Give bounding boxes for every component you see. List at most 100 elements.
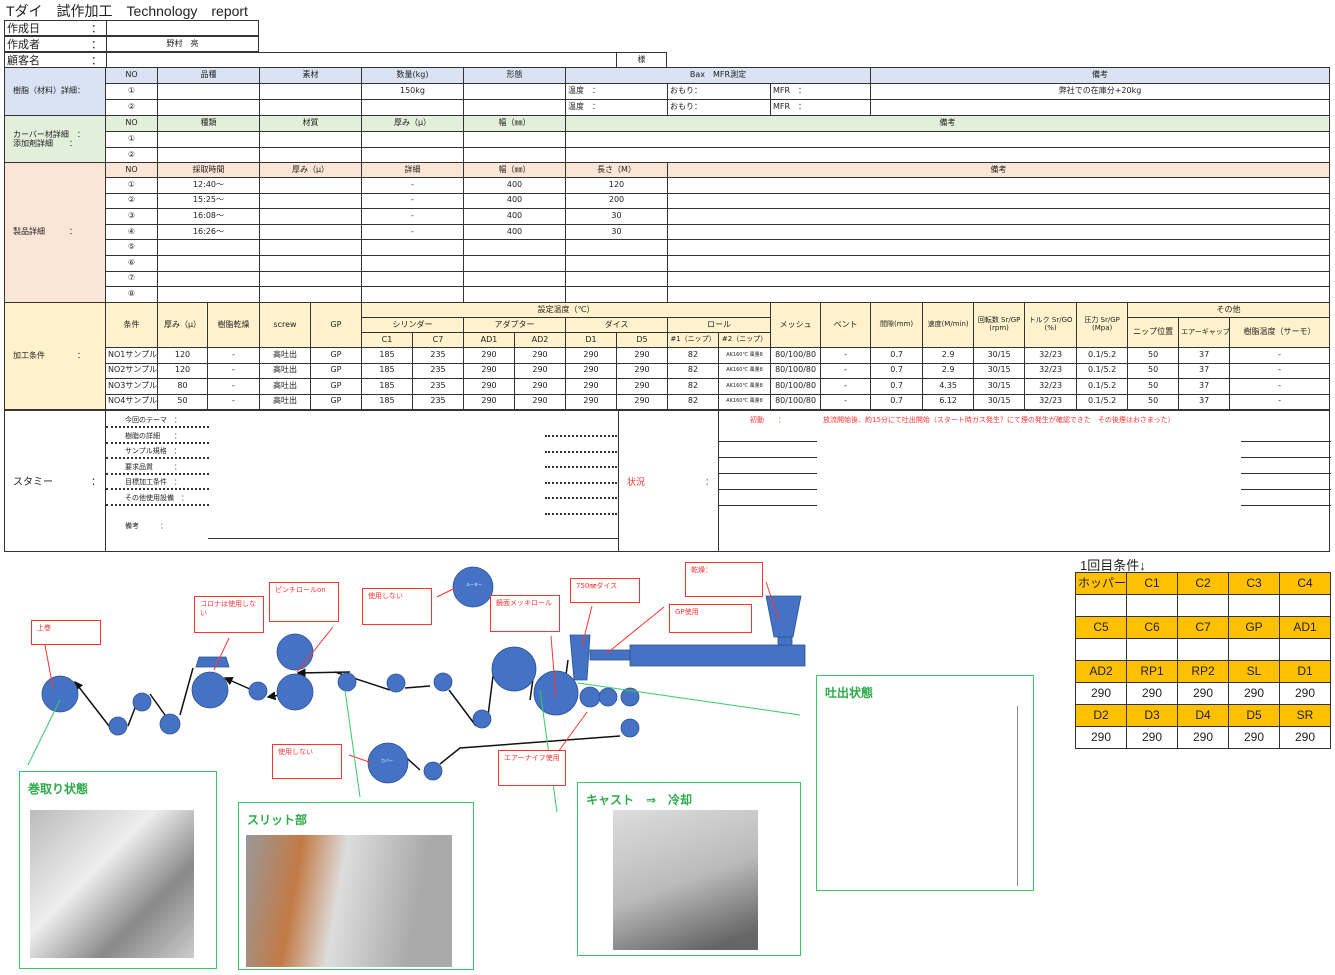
zone-value[interactable]: 290	[1075, 682, 1127, 705]
status-line[interactable]	[719, 441, 817, 442]
zone-value[interactable]: 290	[1228, 726, 1280, 749]
zone-label: C6	[1126, 616, 1178, 639]
col-header: C7	[412, 332, 464, 348]
status-line[interactable]	[719, 473, 817, 474]
status-line[interactable]	[719, 489, 817, 490]
rolls	[41, 566, 806, 784]
zone-value[interactable]: 290	[1075, 726, 1127, 749]
note-line[interactable]	[208, 538, 618, 539]
status-line[interactable]	[1241, 473, 1331, 474]
table-row: ②	[5, 147, 1330, 164]
col-header: 回転数 Sr/GP (rpm)	[973, 302, 1026, 348]
zone-value[interactable]: 290	[1228, 682, 1280, 705]
table-cell[interactable]: AK160℃ 風量8	[717, 393, 772, 410]
zone-value[interactable]: 290	[1126, 726, 1178, 749]
zone-value[interactable]	[1279, 638, 1331, 661]
dotted-line	[106, 457, 209, 459]
col-header: 条件	[105, 302, 158, 348]
dotted-line	[106, 426, 209, 428]
cast-title: キャスト ⇒ 冷却	[586, 793, 693, 807]
zone-value[interactable]	[1177, 638, 1229, 661]
callout-pinch-roll: ピンチロールon	[269, 582, 339, 622]
zone-value[interactable]	[1126, 594, 1178, 617]
status-line[interactable]	[1241, 505, 1331, 506]
table-cell[interactable]: 6.12	[922, 393, 975, 410]
status-line[interactable]	[1241, 457, 1331, 458]
table-cell[interactable]: GP	[310, 393, 362, 410]
customer-value[interactable]	[106, 53, 616, 67]
zone-value[interactable]: 290	[1279, 726, 1331, 749]
value-row	[1075, 594, 1331, 617]
dotted-line	[545, 466, 617, 468]
table-row: ⑧	[5, 286, 1330, 303]
callout-die: 750㎜ダイス	[570, 578, 640, 603]
roll	[579, 686, 601, 708]
created-date-row: 作成日 ：	[4, 20, 259, 36]
zone-value[interactable]	[1177, 594, 1229, 617]
zone-value[interactable]: 290	[1279, 682, 1331, 705]
row-no: ⑧	[105, 286, 158, 303]
col-header: ベント	[820, 302, 872, 348]
col-header: 樹脂乾燥	[207, 302, 260, 348]
winding-photo	[30, 810, 194, 958]
status-line[interactable]	[1241, 489, 1331, 490]
roll	[386, 673, 406, 693]
zone-label: SR	[1279, 704, 1331, 727]
col-header: トルク Sr/GO (%)	[1024, 302, 1078, 348]
cover-label: カーバー材詳細 ：添加剤詳細 ：	[4, 115, 106, 164]
callout-drying: 乾燥：	[685, 562, 763, 597]
stammy-item-label: 目標加工条件 ：	[125, 478, 181, 486]
status-line[interactable]	[719, 457, 817, 458]
table-cell[interactable]: 37	[1178, 393, 1231, 410]
col-header: 厚み（μ）	[157, 302, 208, 348]
extruder-barrel	[629, 644, 806, 667]
table-cell[interactable]: 290	[463, 393, 515, 410]
status-line[interactable]	[1241, 441, 1331, 442]
roll	[620, 718, 640, 738]
customer-suffix: 様	[616, 53, 666, 67]
zone-value[interactable]	[1126, 638, 1178, 661]
table-cell[interactable]: 80/100/80	[770, 393, 822, 410]
created-by-value[interactable]: 野村 亮	[106, 37, 258, 51]
film-path	[74, 659, 621, 771]
pinch-roll	[276, 673, 314, 711]
zone-value[interactable]	[1228, 638, 1280, 661]
table-cell[interactable]: 290	[616, 393, 668, 410]
col-header: ニップ位置	[1127, 317, 1180, 348]
zone-value[interactable]	[1228, 594, 1280, 617]
first-conditions-title: 1回目条件↓	[1080, 558, 1146, 573]
dotted-line	[545, 435, 617, 437]
table-cell[interactable]	[667, 286, 1330, 303]
zone-value[interactable]: 290	[1126, 682, 1178, 705]
table-cell[interactable]: -	[1229, 393, 1330, 410]
winder-roll	[41, 675, 79, 713]
zone-label: AD1	[1279, 616, 1331, 639]
created-by-label: 作成者	[7, 38, 40, 51]
status-line[interactable]	[719, 505, 817, 506]
slit-photo-box: スリット部	[238, 802, 474, 970]
slit-title: スリット部	[247, 813, 308, 827]
table-cell[interactable]: 82	[667, 393, 719, 410]
callout-leaders	[44, 581, 780, 764]
created-date-value[interactable]	[106, 21, 258, 35]
zone-label: C1	[1126, 572, 1178, 595]
zone-value[interactable]	[1279, 594, 1331, 617]
colon: ：	[91, 54, 102, 67]
winding-photo-box: 巻取り状態	[19, 771, 217, 969]
zone-value[interactable]: 290	[1177, 726, 1229, 749]
discharge-title: 吐出状態	[825, 686, 874, 700]
zone-label: D5	[1228, 704, 1280, 727]
colon: ：	[91, 38, 102, 51]
col-header: メッシュ	[770, 302, 822, 348]
slit-roll	[337, 672, 357, 692]
table-cell[interactable]: 290	[514, 393, 566, 410]
zone-value[interactable]: 290	[1177, 682, 1229, 705]
roll	[433, 672, 453, 692]
table-row: ⑤	[5, 239, 1330, 256]
zone-value[interactable]	[1075, 594, 1127, 617]
zone-value[interactable]	[1075, 638, 1127, 661]
zone-label: ホッパー	[1075, 572, 1127, 595]
